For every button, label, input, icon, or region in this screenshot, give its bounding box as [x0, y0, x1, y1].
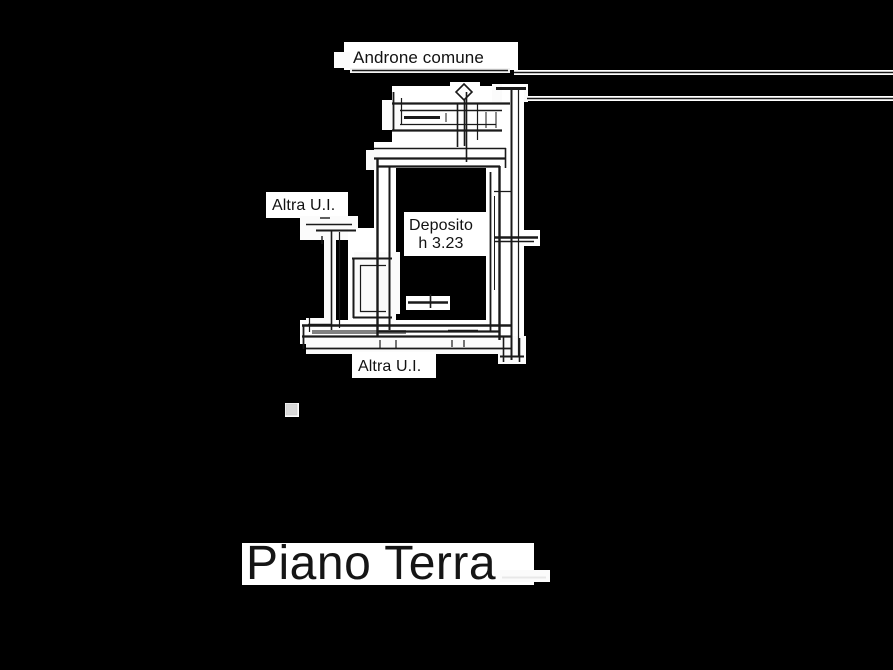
solid-block-marker-icon	[285, 403, 298, 416]
room-label-altra-ui-left: Altra U.I.	[272, 197, 336, 214]
room-label-altra-ui-bottom: Altra U.I.	[358, 358, 422, 375]
room-label-deposito-height: h 3.23	[418, 234, 464, 252]
room-label-deposito-name: Deposito	[409, 217, 473, 234]
north-arrow-diamond-icon	[454, 82, 474, 102]
room-label-androne-comune: Androne comune	[353, 48, 484, 67]
plan-title: Piano Terra	[246, 537, 497, 590]
room-label-deposito: Deposito h 3.23	[409, 217, 473, 253]
